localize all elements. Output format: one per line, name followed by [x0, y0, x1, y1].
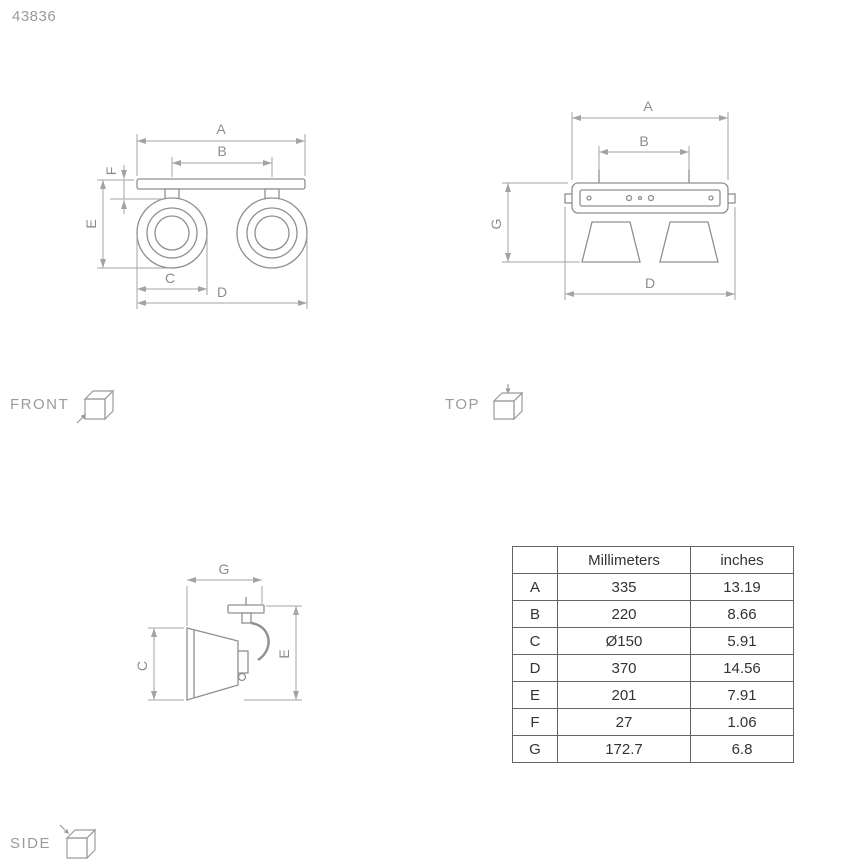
side-dim-c-label: C: [134, 661, 150, 671]
top-dim-d-label: D: [645, 275, 655, 291]
dim-key: E: [512, 681, 558, 709]
side-view-caption: SIDE: [10, 823, 98, 863]
table-row: D 370 14.56: [512, 654, 794, 682]
table-row: G 172.7 6.8: [512, 735, 794, 763]
side-view-drawing: G C E: [134, 561, 302, 701]
dim-mm: Ø150: [557, 627, 691, 655]
front-dim-e-label: E: [83, 219, 99, 228]
side-view-cube-icon: [59, 824, 97, 860]
dim-mm: 335: [557, 573, 691, 601]
dim-key: G: [512, 735, 558, 763]
table-header-millimeters: Millimeters: [557, 546, 691, 574]
front-dim-a-label: A: [216, 121, 226, 137]
dim-in: 8.66: [690, 600, 794, 628]
dimensions-table: Millimeters inches A 335 13.19 B 220 8.6…: [512, 546, 794, 763]
dim-key: D: [512, 654, 558, 682]
dim-key: F: [512, 708, 558, 736]
dim-mm: 220: [557, 600, 691, 628]
table-row: B 220 8.66: [512, 600, 794, 628]
dim-in: 6.8: [690, 735, 794, 763]
front-fixture-outline: [136, 178, 308, 269]
front-dim-f-label: F: [103, 167, 119, 176]
front-view-drawing: A B F E C D: [83, 121, 308, 309]
dim-in: 14.56: [690, 654, 794, 682]
side-fixture-outline: [186, 597, 270, 701]
front-dim-c-label: C: [165, 270, 175, 286]
table-row: C Ø150 5.91: [512, 627, 794, 655]
dim-mm: 27: [557, 708, 691, 736]
dim-key: C: [512, 627, 558, 655]
dimensions-table-container: Millimeters inches A 335 13.19 B 220 8.6…: [512, 546, 794, 763]
side-dim-e-label: E: [276, 649, 292, 658]
dim-mm: 201: [557, 681, 691, 709]
dim-key: B: [512, 600, 558, 628]
top-view-drawing: A B G D: [488, 98, 736, 300]
side-dim-g-label: G: [219, 561, 230, 577]
front-view-cube-icon: [76, 389, 115, 424]
top-dim-a-label: A: [643, 98, 653, 114]
table-row: A 335 13.19: [512, 573, 794, 601]
top-fixture-outline: [564, 170, 736, 263]
dim-mm: 172.7: [557, 735, 691, 763]
top-dim-g-label: G: [488, 219, 504, 230]
table-header-row: Millimeters inches: [512, 546, 794, 574]
top-view-cube-icon: [492, 384, 524, 421]
dim-mm: 370: [557, 654, 691, 682]
table-header-inches: inches: [690, 546, 794, 574]
side-dimensions: G C E: [134, 561, 302, 701]
top-view-caption: TOP: [445, 384, 527, 424]
dim-in: 13.19: [690, 573, 794, 601]
table-row: F 27 1.06: [512, 708, 794, 736]
dim-key: A: [512, 573, 558, 601]
table-row: E 201 7.91: [512, 681, 794, 709]
front-dim-b-label: B: [217, 143, 226, 159]
table-header-empty: [512, 546, 558, 574]
front-view-label: FRONT: [10, 395, 70, 413]
front-dim-d-label: D: [217, 284, 227, 300]
dim-in: 1.06: [690, 708, 794, 736]
dim-in: 7.91: [690, 681, 794, 709]
dim-in: 5.91: [690, 627, 794, 655]
front-view-caption: FRONT: [10, 384, 116, 424]
top-dim-b-label: B: [639, 133, 648, 149]
product-code: 43836: [12, 8, 57, 25]
top-view-label: TOP: [445, 395, 481, 413]
front-dimensions: A B F E C D: [83, 121, 308, 309]
top-dimensions: A B G D: [488, 98, 736, 300]
side-view-label: SIDE: [10, 834, 52, 852]
